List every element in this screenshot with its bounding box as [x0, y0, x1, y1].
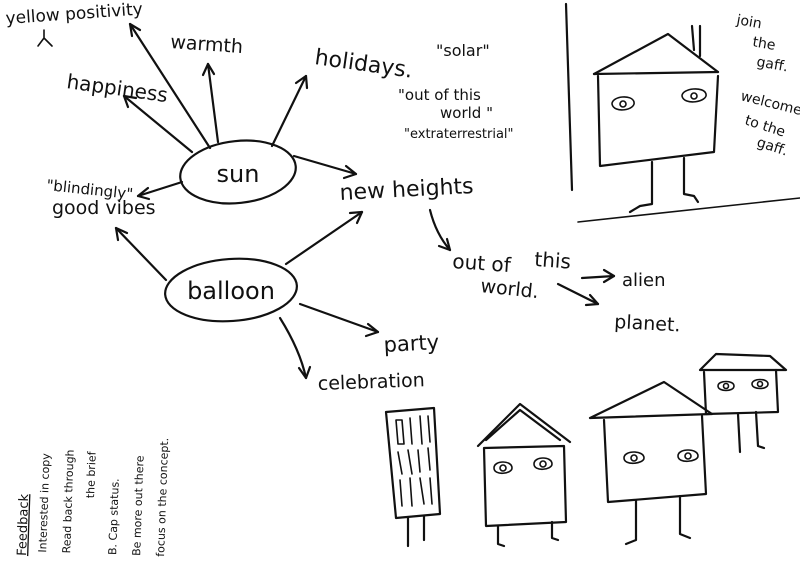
node-extraterrestrial: "extraterrestrial": [404, 127, 514, 142]
node-this: this: [534, 247, 572, 273]
node-alien: alien: [622, 270, 666, 291]
right-house-sketch: [588, 380, 714, 546]
node-out-of: out of: [452, 249, 513, 277]
arrow-balloon-celebration: [278, 316, 312, 380]
node-planet: planet.: [614, 311, 681, 336]
feedback-line-6: focus on the concept.: [154, 438, 171, 557]
feedback-heading: Feedback: [15, 493, 32, 556]
sun-hub-label: sun: [217, 160, 260, 188]
node-out-of-this-world-2: world ": [440, 104, 493, 122]
feedback-line-5: Be more out there: [130, 455, 147, 556]
node-solar: "solar": [436, 41, 490, 60]
tower-building-sketch: [384, 406, 442, 548]
note-welcome-3: gaff.: [755, 135, 790, 160]
node-good-vibes: good vibes: [52, 197, 156, 219]
arrow-sun-holidays: [270, 74, 309, 148]
ground-line: [577, 197, 800, 223]
arrow-sun-happiness: [122, 94, 194, 154]
positivity-fork-mark: [37, 29, 53, 47]
note-join-2: the: [751, 34, 776, 54]
balloon-hub-ellipse: [164, 257, 298, 323]
feedback-notes: Feedback Interested in copy Read back th…: [15, 438, 171, 557]
node-out-of-this-world-1: "out of this: [398, 86, 481, 104]
arrow-sun-positivity: [128, 22, 212, 150]
middle-house-sketch: [476, 402, 572, 548]
arrow-balloon-party: [298, 302, 380, 338]
note-join-1: join: [734, 12, 763, 32]
top-house-sketch: [592, 24, 720, 214]
node-warmth: warmth: [170, 31, 244, 58]
arrow-sun-warmth: [201, 62, 220, 144]
node-holidays: holidays.: [313, 45, 414, 83]
sun-hub-ellipse: [179, 139, 297, 205]
node-yellow-positivity: yellow positivity: [5, 0, 143, 29]
node-new-heights: new heights: [339, 174, 474, 206]
feedback-line-4: B. Cap status.: [106, 478, 122, 555]
balloon-hub-label: balloon: [187, 277, 275, 305]
arrow-balloon-newheights: [284, 210, 364, 266]
node-world: world.: [479, 275, 539, 303]
feedback-line-2: Read back through: [60, 449, 77, 553]
node-celebration: celebration: [317, 369, 425, 395]
node-happiness: happiness: [65, 69, 169, 107]
divider-line: [564, 2, 574, 192]
node-party: party: [383, 330, 440, 357]
arrow-sun-goodvibes: [136, 180, 184, 201]
note-join-3: gaff.: [755, 54, 789, 75]
small-house-sketch: [698, 352, 788, 454]
arrow-sun-newheights: [292, 154, 358, 180]
arrow-world-planet: [556, 282, 600, 307]
arrow-world-alien: [580, 268, 616, 284]
feedback-line-1: Interested in copy: [36, 452, 52, 552]
arrow-newheights-outofthisworld: [428, 208, 452, 252]
arrow-balloon-goodvibes: [114, 226, 168, 282]
feedback-line-3: the brief: [84, 450, 99, 498]
